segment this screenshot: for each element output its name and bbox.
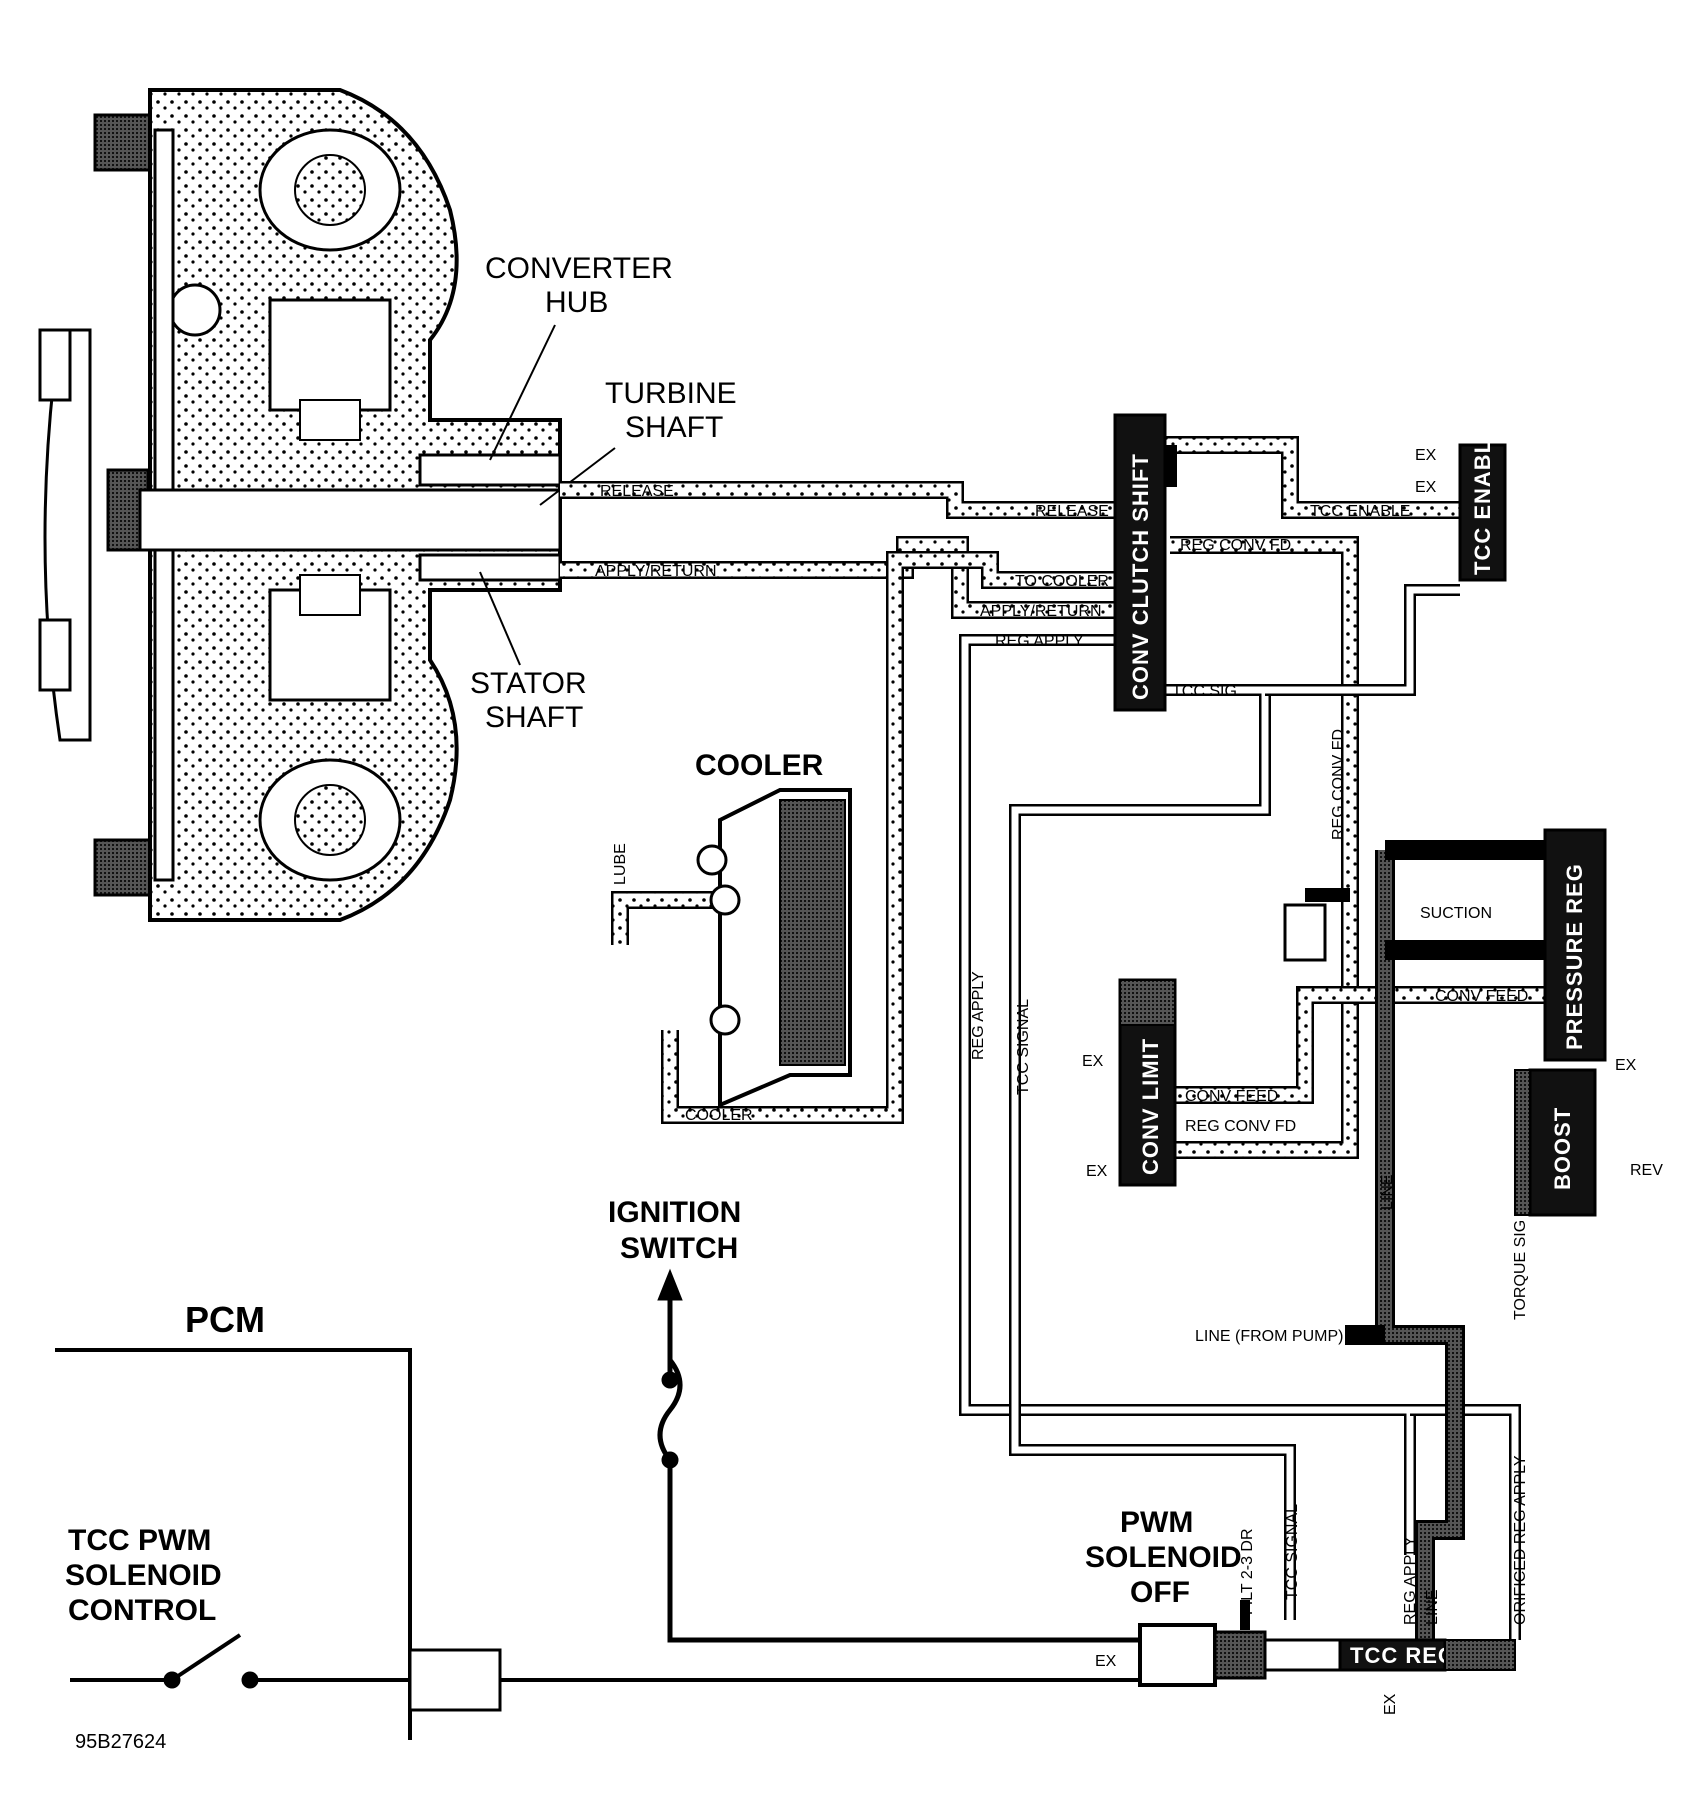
solenoid-title: SOLENOID [65,1559,222,1592]
ignition-title: IGNITION [608,1196,741,1229]
reg-conv-fd-passage [1170,536,1359,1159]
tcc-enable-valve [1458,443,1507,582]
valves: CONV CLUTCH SHIFT TCC ENABL PRESSURE REG… [696,413,1607,1687]
label-ex-7: EX [1382,1693,1399,1715]
line-pressure-passage [1375,850,1465,1640]
fluid-passages [560,436,1545,1640]
mount-lug-top [38,328,72,402]
label-ex-4: EX [1082,1053,1104,1070]
fuse [657,1358,683,1462]
label-reg-apply-2: REG APPLY [1402,1536,1419,1625]
label-ex-3: EX [1615,1057,1637,1074]
label-suction: SUCTION [1420,905,1492,922]
off-title: OFF [1130,1576,1190,1609]
damper-spring [168,283,222,337]
label-apply-return-1: APPLY/RETURN [595,563,717,580]
label-ex-1: EX [1415,447,1437,464]
cooler-title: COOLER [695,749,824,782]
label-rev: REV [1630,1162,1663,1179]
label-apply-return-2: APPLY/RETURN [980,603,1102,620]
label-lube: LUBE [612,843,629,885]
pwm-title: PWM [1120,1506,1193,1539]
label-reg-conv-fd-2: REG CONV FD [1185,1118,1296,1135]
label-orificed-reg-apply: ORIFICED REG APPLY [1512,1455,1529,1625]
label-filt-2-3-dr: FILT 2-3 DR [1239,1528,1256,1615]
bolt-top [93,113,157,172]
label-turbine: TURBINE [605,377,737,410]
label-tcc-signal-vertical: TCC SIGNAL [1015,999,1032,1095]
turbine-shaft [138,488,562,552]
ignition-wire [667,1460,1140,1643]
label-conv-feed-2: CONV FEED [1185,1088,1278,1105]
passage-labels: RELEASE RELEASE APPLY/RETURN APPLY/RETUR… [595,447,1663,1715]
label-conv-feed: CONV FEED [1435,988,1528,1005]
label-reg-conv-fd: REG CONV FD [1180,537,1291,554]
switch-title: SWITCH [620,1232,738,1265]
label-to-cooler: TO COOLER [1015,573,1109,590]
label-torque-sig: TORQUE SIG [1512,1220,1529,1320]
pcm-title: PCM [185,1299,265,1340]
label-line-vertical: LINE [1379,1174,1396,1210]
label-reg-conv-fd-vertical: REG CONV FD [1330,729,1347,840]
stator-shaft [418,553,562,582]
conv-limit-label: CONV LIMIT [1138,1038,1163,1175]
conv-feed-passage [1175,986,1545,1104]
label-reg-apply-vertical: REG APPLY [970,971,987,1060]
label-line-from-pump: LINE (FROM PUMP) [1195,1328,1343,1345]
converter-labels: CONVERTER HUB TURBINE SHAFT STATOR SHAFT [470,252,737,734]
label-ex-2: EX [1415,479,1437,496]
label-ex-5: EX [1086,1163,1108,1180]
pressure-reg-valve [1543,828,1607,1062]
label-line-1: LINE [1430,844,1466,861]
cooler-unit [696,788,852,1109]
label-reg-apply: REG APPLY [995,633,1084,650]
label-line-2: LINE [1455,944,1491,961]
label-shaft-1: SHAFT [625,411,723,444]
label-converter: CONVERTER [485,252,673,285]
label-tcc-signal-2: TCC SIGNAL [1284,1504,1301,1600]
label-ex-6: EX [1095,1653,1117,1670]
label-line-3: LINE [1424,1589,1441,1625]
label-release-2: RELEASE [1035,503,1109,520]
ignition-arrow-icon [657,1268,683,1301]
torque-converter [38,88,562,922]
pcm-box-outline [55,1348,412,1740]
conv-clutch-shift-label: CONV CLUTCH SHIFT [1128,453,1153,700]
pressure-reg-label: PRESSURE REG [1562,863,1587,1050]
boost-label: BOOST [1550,1107,1575,1190]
pcm-connector [408,1648,502,1712]
label-hub: HUB [545,286,608,319]
label-tcc-sig: TCC SIG [1172,683,1237,700]
switch-blade [170,1633,242,1682]
label-tcc-enable: TCC ENABLE [1310,503,1410,520]
tcc-pwm-title: TCC PWM [68,1524,211,1557]
stator-upper [268,298,392,412]
label-stator: STATOR [470,667,587,700]
mount-lug-bottom [38,618,72,692]
figure-id: 95B27624 [75,1731,166,1753]
pwm-solenoid-title: SOLENOID [1085,1541,1242,1574]
lube-passage [611,891,720,945]
control-title: CONTROL [68,1594,216,1627]
label-shaft-2: SHAFT [485,701,583,734]
main-labels: COOLER IGNITION SWITCH PCM TCC PWM SOLEN… [65,749,1242,1753]
label-release-1: RELEASE [600,483,674,500]
tcc-enable-label: TCC ENABL [1470,439,1495,575]
label-cooler-line: COOLER [685,1107,753,1124]
pwm-solenoid [1138,1623,1217,1687]
tcc-reg-label: TCC REG [1350,1643,1456,1668]
electrical-circuit [55,1268,1140,1740]
bolt-bottom [93,838,157,897]
conv-clutch-shift-valve [1113,413,1167,712]
